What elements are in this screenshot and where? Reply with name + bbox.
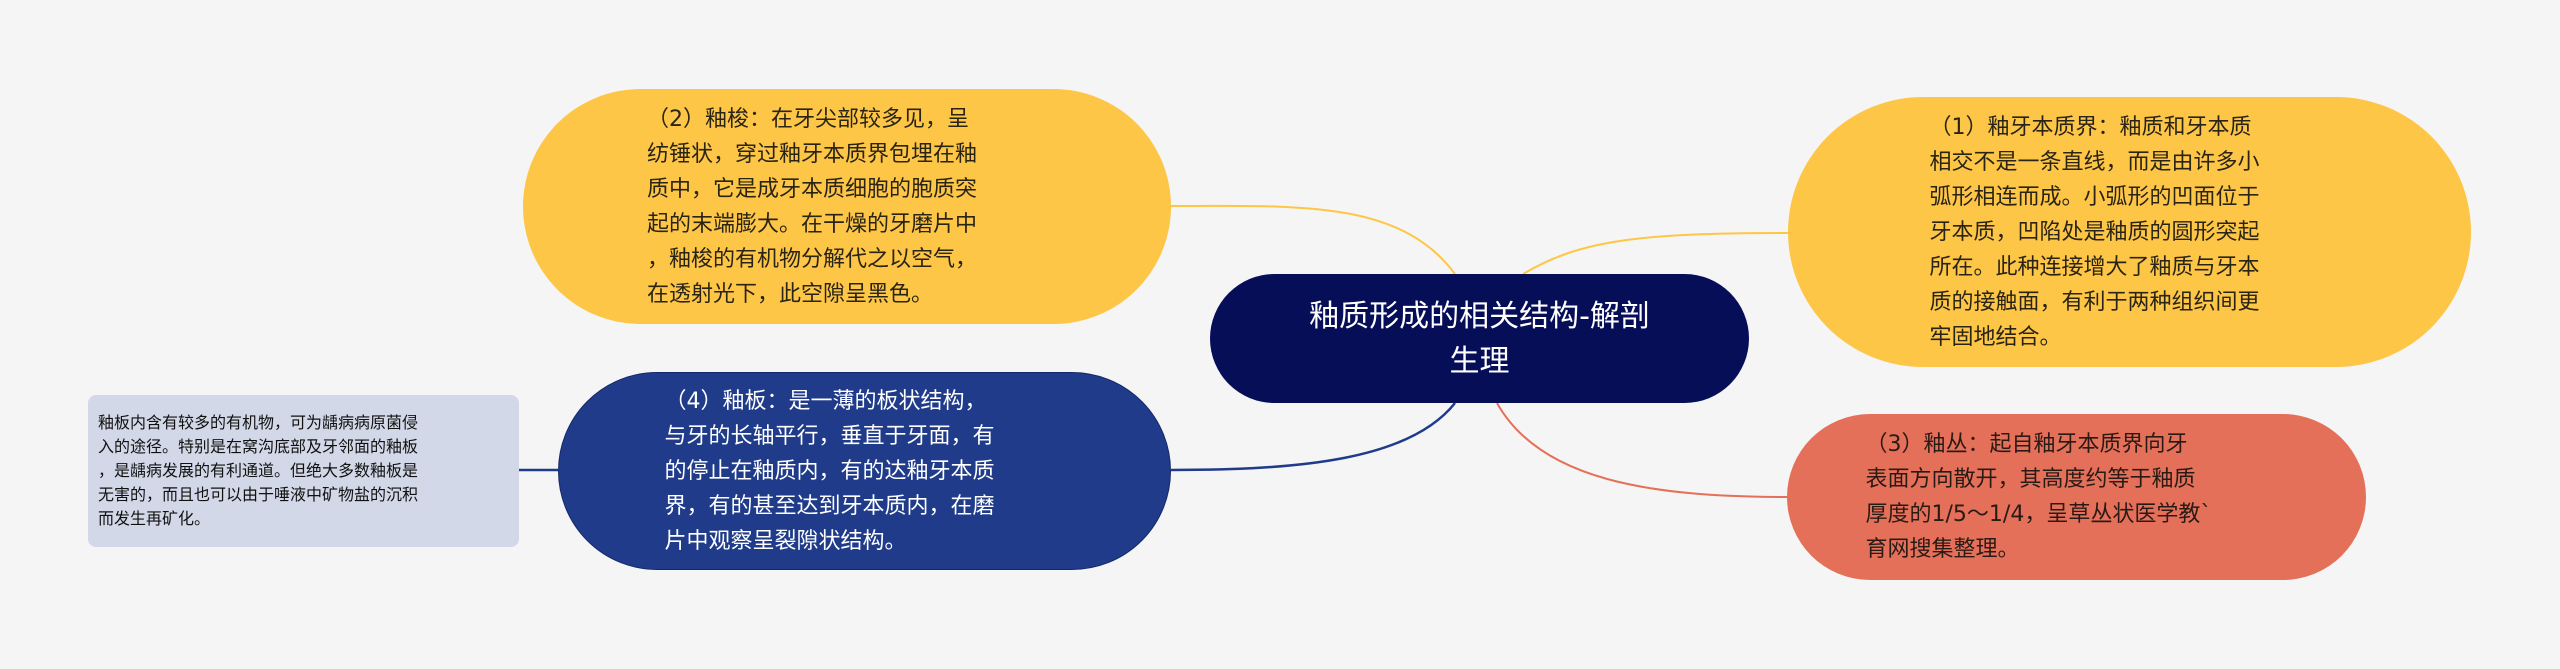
branch-node-text: （2）釉梭：在牙尖部较多见，呈 纺锤状，穿过釉牙本质界包埋在釉 质中，它是成牙本… xyxy=(647,106,978,307)
central-topic-text: 釉质形成的相关结构-解剖 生理 xyxy=(1309,298,1650,379)
connector-node-1 xyxy=(1522,232,1789,275)
branch-node-dentinoenamel-junction[interactable]: （1）釉牙本质界：釉质和牙本质 相交不是一条直线，而是由许多小 弧形相连而成。小… xyxy=(1788,97,2471,367)
branch-node-enamel-lamella[interactable]: （4）釉板：是一薄的板状结构， 与牙的长轴平行，垂直于牙面，有 的停止在釉质内，… xyxy=(558,372,1171,570)
branch-node-text: （4）釉板：是一薄的板状结构， 与牙的长轴平行，垂直于牙面，有 的停止在釉质内，… xyxy=(664,388,995,554)
branch-node-enamel-tuft[interactable]: （3）釉丛：起自釉牙本质界向牙 表面方向散开，其高度约等于釉质 厚度的1/5～1… xyxy=(1787,414,2366,580)
branch-node-text: （3）釉丛：起自釉牙本质界向牙 表面方向散开，其高度约等于釉质 厚度的1/5～1… xyxy=(1865,432,2212,562)
central-topic[interactable]: 釉质形成的相关结构-解剖 生理 xyxy=(1210,274,1749,403)
connector-node-2 xyxy=(1170,204,1456,275)
connector-node-3 xyxy=(1496,402,1788,498)
branch-node-enamel-spindle[interactable]: （2）釉梭：在牙尖部较多见，呈 纺锤状，穿过釉牙本质界包埋在釉 质中，它是成牙本… xyxy=(523,89,1171,324)
branch-node-text: （1）釉牙本质界：釉质和牙本质 相交不是一条直线，而是由许多小 弧形相连而成。小… xyxy=(1929,114,2260,350)
connector-node-4 xyxy=(1170,402,1456,472)
note-node-enamel-lamella[interactable]: 釉板内含有较多的有机物，可为龋病病原菌侵 入的途径。特别是在窝沟底部及牙邻面的釉… xyxy=(88,395,519,547)
note-text: 釉板内含有较多的有机物，可为龋病病原菌侵 入的途径。特别是在窝沟底部及牙邻面的釉… xyxy=(98,413,419,528)
